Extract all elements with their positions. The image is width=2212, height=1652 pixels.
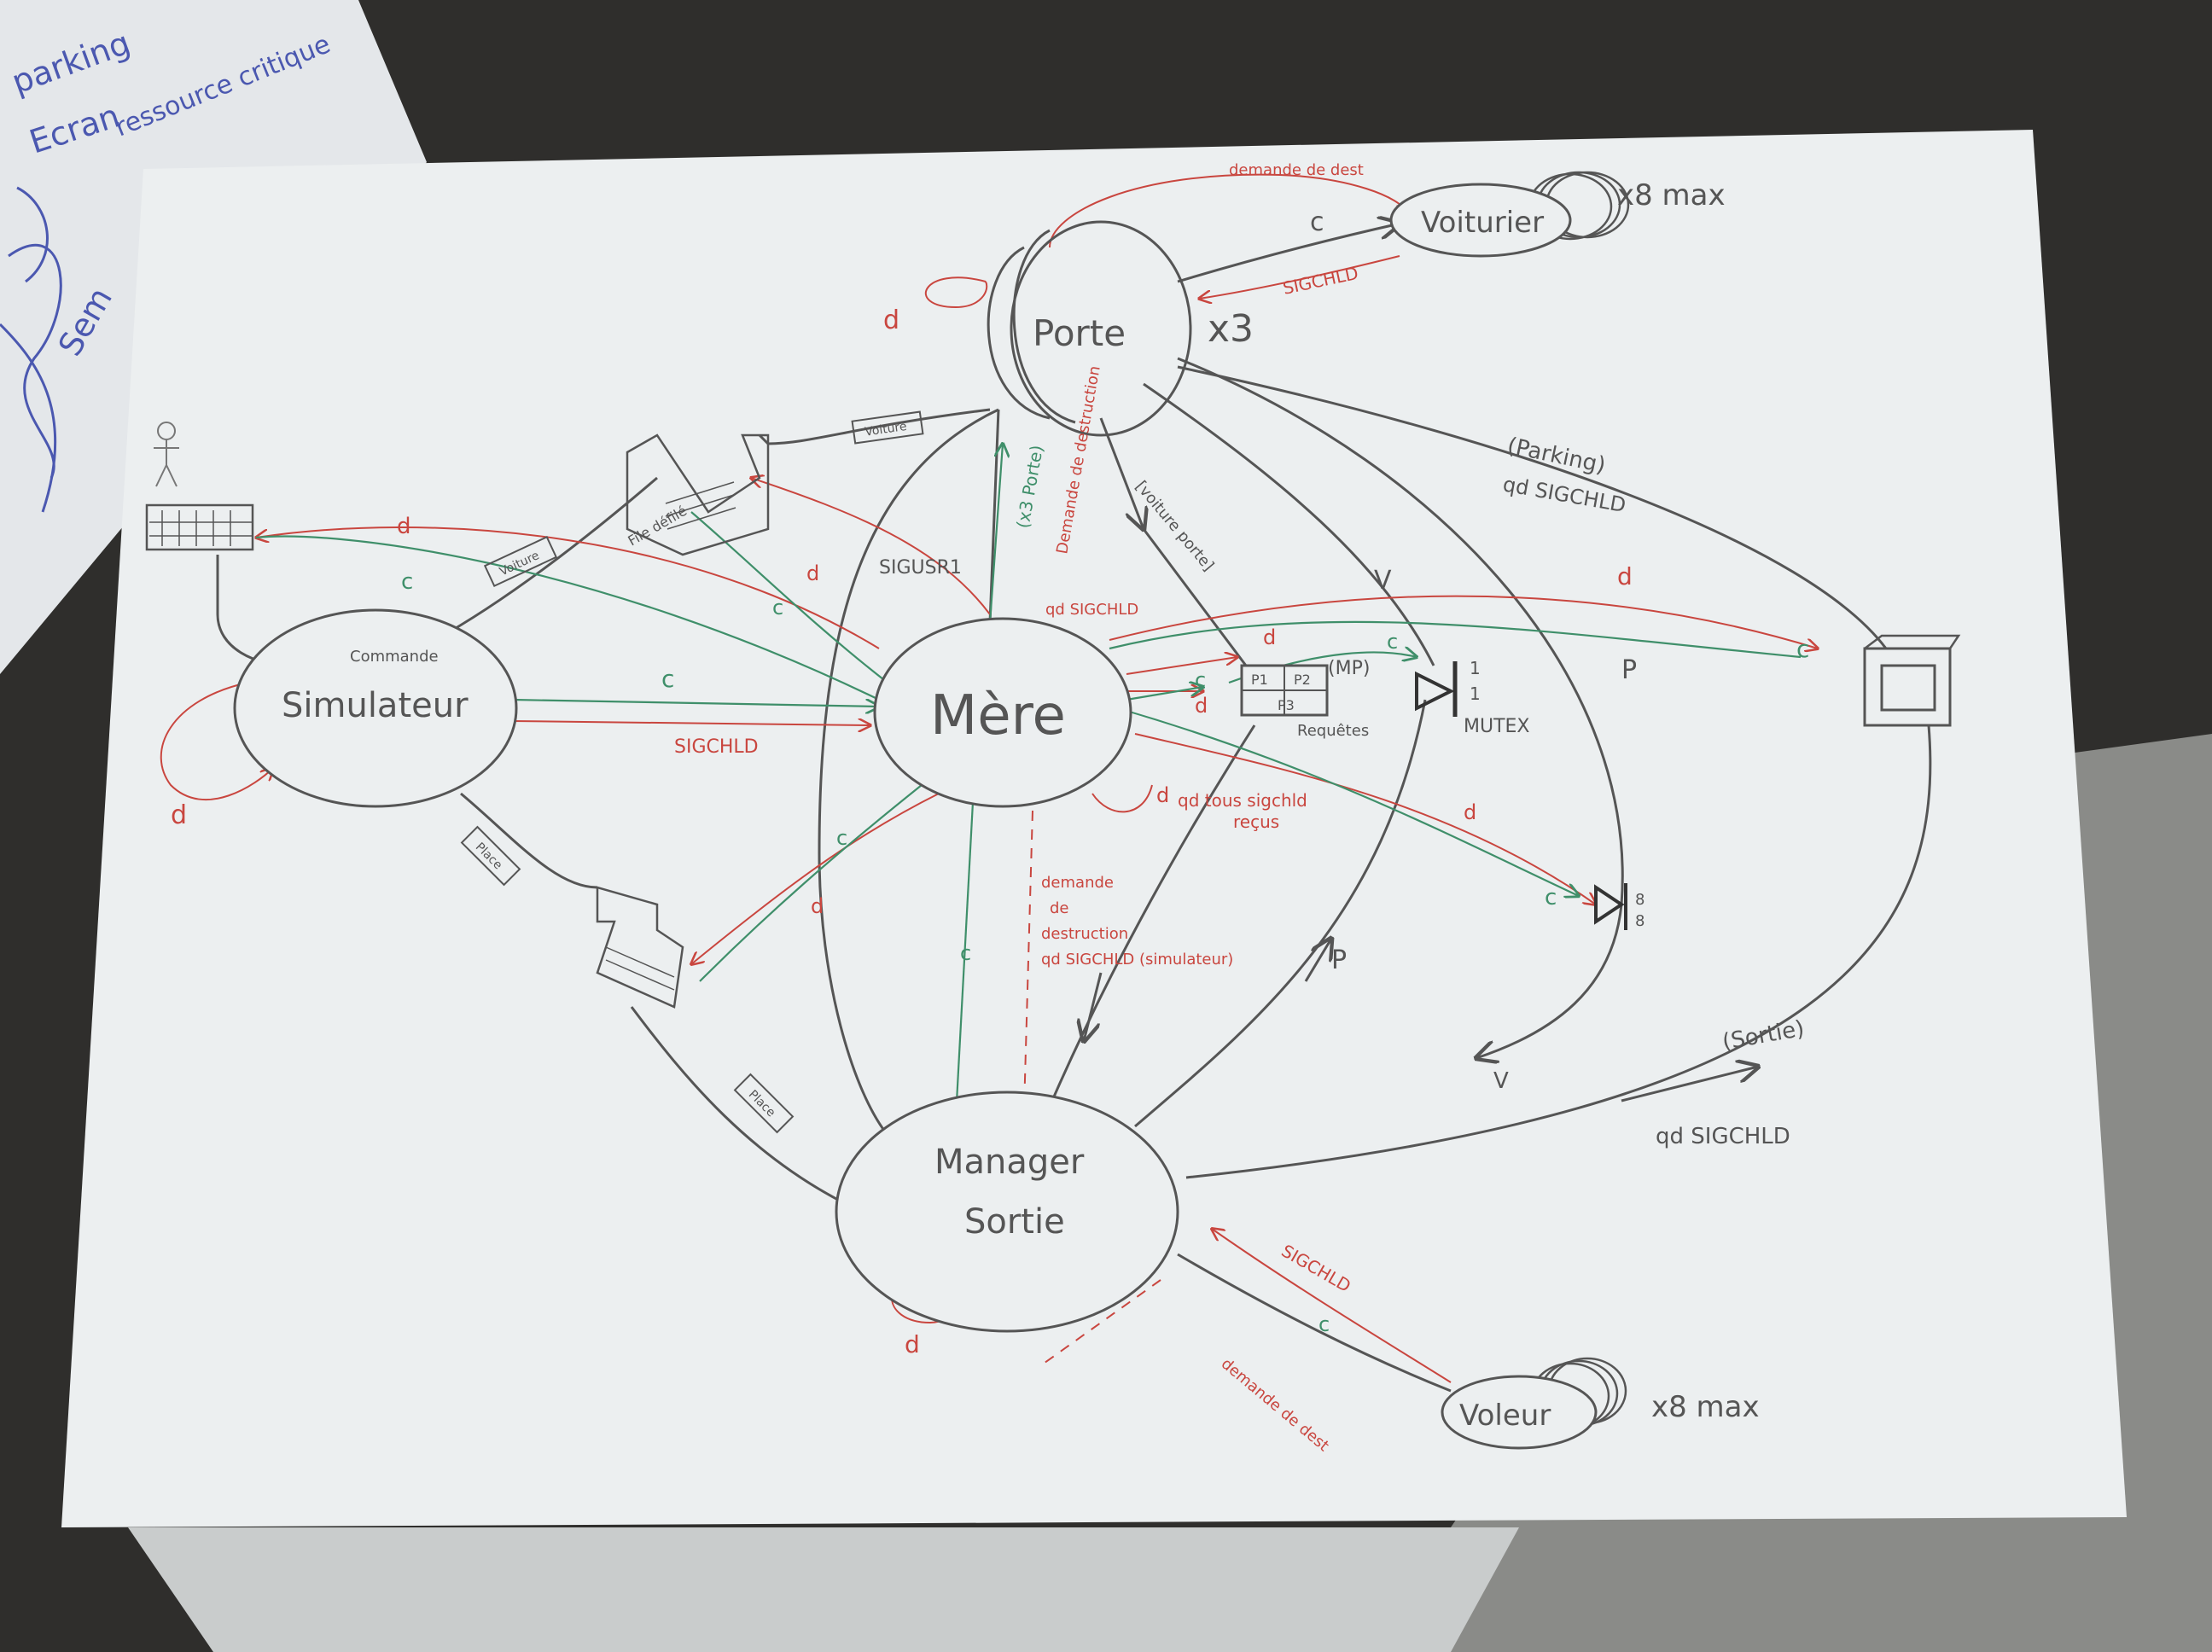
lbl-demande: demande [1041, 874, 1114, 892]
lbl-destruction: destruction [1041, 925, 1128, 943]
lbl-d-manager: d [905, 1330, 920, 1358]
lbl-c-top-left: c [401, 569, 413, 595]
lbl-p-lower: P [1621, 655, 1637, 685]
lbl-d-simulateur: d [171, 800, 187, 830]
stickman-icon [154, 422, 179, 487]
voiturier-multiplicity: x8 max [1617, 178, 1726, 212]
lbl-d-lower-left: d [811, 894, 824, 918]
voleur-label: Voleur [1459, 1399, 1551, 1433]
lbl-d-filedefile: d [806, 561, 819, 585]
screen-icon [1863, 634, 1961, 727]
lbl-c-screen: c [1796, 635, 1809, 663]
lower-semaphore[interactable]: 8 8 [1594, 883, 1644, 930]
requetes-label: Requêtes [1297, 722, 1369, 740]
voiture-tag: Voiture [864, 420, 907, 439]
lbl-qd-tous-sigchld: qd tous sigchld [1178, 790, 1307, 811]
node-voleur[interactable]: Voleur x8 max [1441, 1357, 1760, 1450]
lbl-c-filedefile: c [772, 596, 783, 620]
lbl-recus: reçus [1233, 811, 1279, 832]
requetes-box[interactable]: P1 P2 P3 (MP) Requêtes [1240, 658, 1370, 740]
lbl-demande-de-dest: demande de dest [1229, 161, 1364, 179]
porte-label: Porte [1033, 312, 1126, 354]
manager-label-1: Manager [934, 1143, 1085, 1182]
lbl-c-voiturier: c [1310, 207, 1324, 237]
node-mere[interactable]: Mère [873, 617, 1132, 808]
lbl-d-top-left: d [397, 514, 411, 539]
lbl-d-requetes: d [1195, 694, 1208, 718]
lower-mailbox-icon [596, 886, 684, 1009]
req-p2: P2 [1294, 672, 1311, 688]
lbl-d-mere-loop: d [1156, 783, 1169, 807]
lbl-c-mutex: c [1387, 630, 1398, 654]
node-voiturier[interactable]: Voiturier x8 max [1389, 171, 1726, 258]
lbl-c-requetes: c [1195, 668, 1206, 692]
lbl-d-mutex: d [1263, 625, 1276, 649]
lbl-c-simulateur: c [661, 665, 674, 693]
manager-label-2: Sortie [964, 1202, 1065, 1242]
voiturier-label: Voiturier [1421, 206, 1544, 240]
lbl-c-lower-left: c [836, 826, 847, 850]
lbl-sortie-qd: qd SIGCHLD [1656, 1124, 1790, 1149]
lbl-sigusr1: SIGUSR1 [879, 557, 962, 579]
paper-sheet [61, 130, 2127, 1527]
green-edges [255, 444, 1802, 1118]
req-p1: P1 [1251, 672, 1268, 688]
node-simulateur[interactable]: Simulateur Commande [233, 608, 518, 808]
sem-1: 1 [1470, 658, 1481, 678]
lbl-c-voleur: c [1318, 1312, 1330, 1336]
lbl-v-manager: V [1493, 1068, 1509, 1094]
sem-2: 1 [1470, 683, 1481, 704]
queue-icon [145, 503, 254, 551]
mere-label: Mère [930, 684, 1066, 747]
lbl-qd-sigchld-mere: qd SIGCHLD [1045, 601, 1138, 619]
mp-label: (MP) [1328, 658, 1370, 679]
node-porte[interactable]: Porte x3 [987, 220, 1254, 437]
lbl-v-mutex: V [1374, 566, 1392, 596]
lbl-d-lower-sem: d [1464, 800, 1476, 824]
commande-label: Commande [350, 648, 439, 666]
lbl-p-manager: P [1331, 945, 1347, 975]
node-manager-sortie[interactable]: Manager Sortie [835, 1091, 1179, 1333]
voleur-multiplicity: x8 max [1651, 1390, 1760, 1424]
sem-4: 8 [1635, 912, 1644, 930]
sem-3: 8 [1635, 891, 1644, 909]
simulateur-label: Simulateur [282, 686, 469, 725]
lbl-de: de [1050, 899, 1069, 917]
paper-under [128, 1527, 1519, 1652]
lbl-d-screen: d [1617, 562, 1633, 590]
lbl-qd: qd SIGCHLD (simulateur) [1041, 951, 1233, 969]
lbl-c-lower-sem: c [1545, 885, 1557, 910]
red-edges [160, 173, 1818, 1383]
mutex-semaphore[interactable]: 1 1 MUTEX [1415, 658, 1530, 737]
pencil-edges [216, 224, 1932, 1393]
req-p3: P3 [1278, 697, 1295, 713]
porte-multiplicity: x3 [1208, 307, 1254, 351]
lbl-c-manager: c [960, 941, 971, 965]
mutex-label: MUTEX [1464, 716, 1530, 737]
lbl-sigchld-simulateur: SIGCHLD [674, 736, 759, 758]
lbl-d-porte: d [883, 305, 899, 335]
